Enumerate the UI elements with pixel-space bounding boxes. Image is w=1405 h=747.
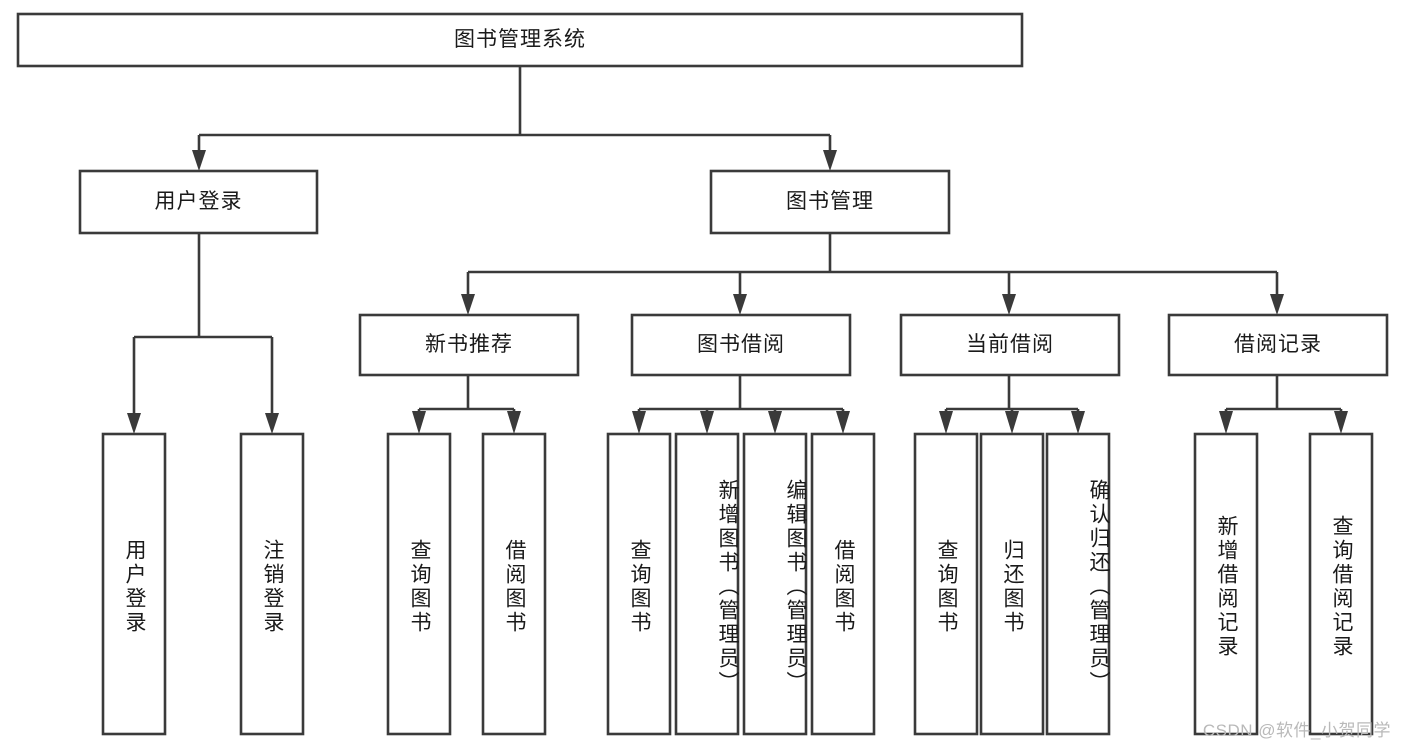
edge-group-root (192, 66, 837, 171)
node-box-leaf-logout[interactable] (239, 432, 305, 736)
node-box-user-login[interactable] (78, 169, 319, 235)
node-box-leaf-query-record[interactable] (1308, 432, 1374, 736)
node-box-root[interactable] (16, 12, 1024, 68)
node-box-leaf-add-book[interactable] (674, 432, 740, 736)
edge-group-book-borrow (632, 375, 850, 434)
arrow-head-leaf-query-book-3 (939, 411, 953, 434)
arrow-head-leaf-return-book (1005, 411, 1019, 434)
node-box-current-borrow[interactable] (899, 313, 1121, 377)
node-box-leaf-borrow-book-2[interactable] (810, 432, 876, 736)
node-box-leaf-query-book-3[interactable] (913, 432, 979, 736)
node-box-leaf-query-book-2[interactable] (606, 432, 672, 736)
node-box-leaf-query-book-1[interactable] (386, 432, 452, 736)
arrow-head-leaf-add-book (700, 411, 714, 434)
edge-group-borrow-record (1219, 375, 1348, 434)
node-box-leaf-edit-book[interactable] (742, 432, 808, 736)
node-box-leaf-add-record[interactable] (1193, 432, 1259, 736)
node-box-leaf-return-book[interactable] (979, 432, 1045, 736)
arrow-head-new-book-rec (461, 294, 475, 315)
node-box-leaf-confirm-return[interactable] (1045, 432, 1111, 736)
arrow-head-book-manage (823, 150, 837, 171)
node-box-new-book-rec[interactable] (358, 313, 580, 377)
arrow-head-leaf-confirm-return (1071, 411, 1085, 434)
arrow-head-leaf-edit-book (768, 411, 782, 434)
node-box-book-manage[interactable] (709, 169, 951, 235)
arrow-head-leaf-borrow-book-1 (507, 411, 521, 434)
arrow-head-leaf-add-record (1219, 411, 1233, 434)
watermark-text: CSDN @软件_小贺同学 (1202, 721, 1391, 740)
arrow-head-leaf-query-record (1334, 411, 1348, 434)
arrow-head-leaf-query-book-1 (412, 411, 426, 434)
arrow-head-borrow-record (1270, 294, 1284, 315)
node-box-leaf-borrow-book-1[interactable] (481, 432, 547, 736)
edge-group-book-manage (461, 233, 1284, 315)
arrow-head-book-borrow (733, 294, 747, 315)
arrow-head-leaf-query-book-2 (632, 411, 646, 434)
node-box-borrow-record[interactable] (1167, 313, 1389, 377)
edge-group-new-book-rec (412, 375, 521, 434)
arrow-head-current-borrow (1002, 294, 1016, 315)
node-box-leaf-user-login[interactable] (101, 432, 167, 736)
node-box-book-borrow[interactable] (630, 313, 852, 377)
arrow-head-leaf-user-login (127, 413, 141, 434)
arrow-head-leaf-borrow-book-2 (836, 411, 850, 434)
arrow-head-leaf-logout (265, 413, 279, 434)
edge-group-current-borrow (939, 375, 1085, 434)
arrow-head-user-login (192, 150, 206, 171)
edge-group-user-login (127, 233, 279, 434)
